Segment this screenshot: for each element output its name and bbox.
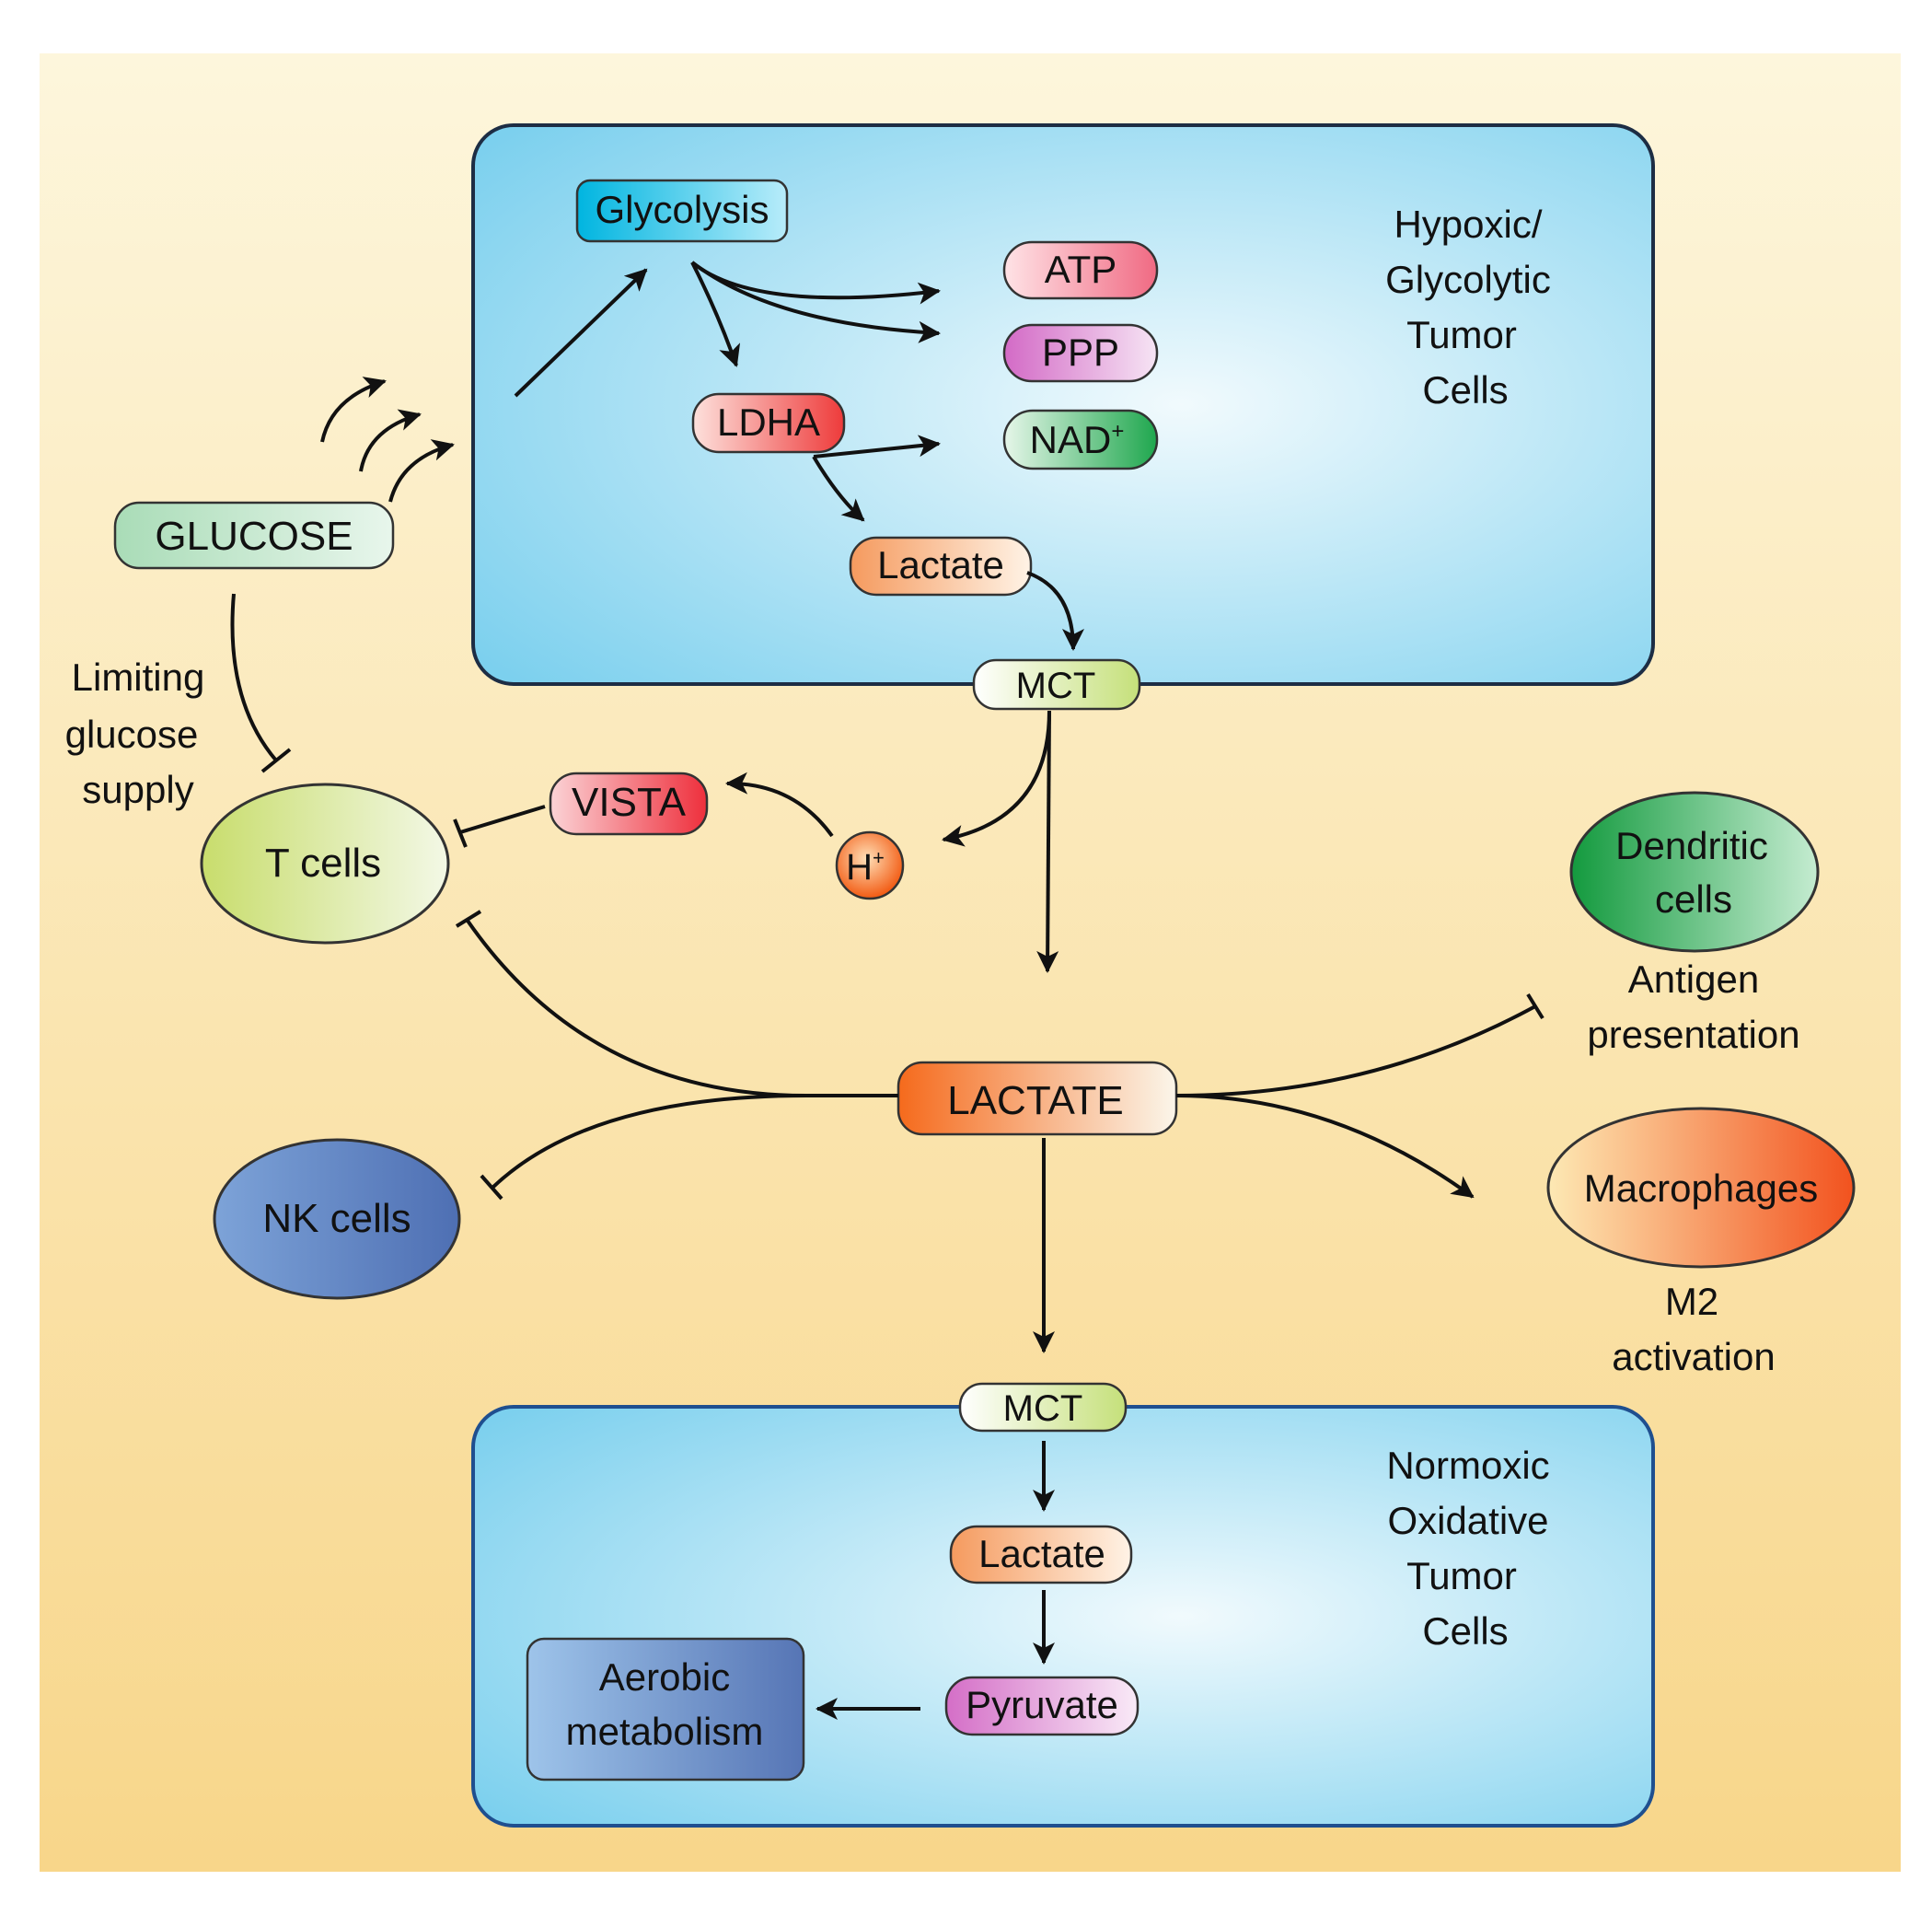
svg-text:Glycolysis: Glycolysis — [595, 188, 769, 231]
svg-text:PPP: PPP — [1042, 331, 1119, 374]
limiting-glucose-supply-label: Limiting glucose supply — [65, 656, 205, 811]
glucose-uptake-arrows — [320, 377, 455, 503]
dendritic-cells-node: Dendritic cells — [1569, 791, 1820, 953]
svg-text:metabolism: metabolism — [566, 1710, 764, 1753]
svg-text:LACTATE: LACTATE — [947, 1078, 1124, 1123]
svg-text:Normoxic: Normoxic — [1386, 1444, 1549, 1487]
svg-text:activation: activation — [1612, 1335, 1775, 1378]
svg-text:VISTA: VISTA — [572, 780, 687, 825]
svg-text:T cells: T cells — [265, 841, 381, 886]
mct-top-node: MCT — [972, 658, 1141, 711]
lactate-effects — [455, 910, 1544, 1353]
svg-text:cells: cells — [1655, 877, 1732, 921]
atp-node: ATP — [1002, 240, 1159, 300]
macrophages-node: Macrophages — [1546, 1107, 1856, 1269]
lactate-normoxic-node: Lactate — [949, 1525, 1133, 1584]
svg-text:Lactate: Lactate — [978, 1532, 1105, 1575]
nk-cells-node: NK cells — [213, 1138, 461, 1300]
svg-text:Oxidative: Oxidative — [1387, 1499, 1548, 1542]
svg-text:Hypoxic/: Hypoxic/ — [1394, 203, 1542, 246]
svg-text:glucose: glucose — [65, 713, 199, 756]
svg-text:Glycolytic: Glycolytic — [1385, 258, 1551, 301]
arrow-lactate-to-mct — [1026, 571, 1084, 651]
hypoxic-cell-title: Hypoxic/ Glycolytic Tumor Cells — [1385, 203, 1551, 412]
svg-text:NK cells: NK cells — [262, 1196, 411, 1241]
svg-text:Cells: Cells — [1422, 368, 1508, 412]
arrow-into-glycolysis — [514, 268, 648, 398]
vista-node: VISTA — [549, 772, 709, 836]
lactate-center-node: LACTATE — [897, 1061, 1178, 1136]
aerobic-metabolism-node: Aerobic metabolism — [526, 1637, 805, 1782]
svg-text:Tumor: Tumor — [1406, 313, 1517, 356]
svg-text:Antigen: Antigen — [1628, 958, 1759, 1001]
mct-bottom-node: MCT — [958, 1382, 1128, 1433]
svg-text:Aerobic: Aerobic — [599, 1655, 730, 1699]
lactate-inhibits-dendritic-cells — [1175, 1004, 1536, 1097]
glucose-node: GLUCOSE — [113, 501, 395, 570]
arrow-mct-to-lactate — [1036, 710, 1059, 973]
normoxic-cell-title: Normoxic Oxidative Tumor Cells — [1386, 1444, 1549, 1653]
mct-outflow-arrows — [725, 710, 1059, 973]
svg-text:LDHA: LDHA — [717, 400, 820, 444]
lactate-inhibits-nk-cells — [491, 1094, 898, 1190]
svg-text:MCT: MCT — [1003, 1388, 1083, 1429]
proton-node: H+ — [835, 830, 905, 900]
svg-text:M2: M2 — [1665, 1280, 1718, 1323]
arrow-proton-to-vista — [725, 772, 834, 838]
lactate-to-macrophages — [1175, 1094, 1475, 1199]
arrow-glycolysis-to-ppp — [690, 261, 941, 343]
hypoxic-arrows — [514, 261, 1084, 651]
normoxic-arrows — [816, 1441, 1055, 1720]
svg-text:Lactate: Lactate — [877, 543, 1004, 586]
ldha-node: LDHA — [691, 392, 846, 454]
nad-node: NAD+ — [1002, 409, 1159, 470]
svg-text:H+: H+ — [846, 846, 885, 888]
svg-text:Pyruvate: Pyruvate — [966, 1683, 1118, 1726]
t-cells-node: T cells — [200, 783, 450, 945]
arrow-ldha-to-lactate — [812, 455, 865, 522]
ppp-node: PPP — [1002, 323, 1159, 383]
svg-text:GLUCOSE: GLUCOSE — [155, 514, 353, 559]
svg-text:Dendritic: Dendritic — [1615, 824, 1768, 867]
lactate-hypoxic-node: Lactate — [849, 536, 1033, 597]
svg-text:presentation: presentation — [1587, 1013, 1799, 1056]
svg-text:Macrophages: Macrophages — [1584, 1166, 1818, 1210]
glucose-inhibits-tcells — [230, 593, 292, 773]
svg-text:NAD+: NAD+ — [1030, 418, 1125, 461]
arrow-ldha-to-nad — [813, 435, 941, 458]
svg-text:Cells: Cells — [1422, 1609, 1508, 1653]
pyruvate-node: Pyruvate — [944, 1676, 1140, 1736]
glycolysis-node: Glycolysis — [575, 179, 789, 243]
svg-text:ATP: ATP — [1045, 248, 1117, 291]
m2-activation-label: M2 activation — [1612, 1280, 1775, 1378]
svg-text:Tumor: Tumor — [1406, 1554, 1517, 1597]
svg-text:MCT: MCT — [1016, 666, 1096, 706]
svg-text:supply: supply — [82, 768, 193, 811]
antigen-presentation-label: Antigen presentation — [1587, 958, 1799, 1056]
vista-inhibits-tcells — [453, 805, 546, 848]
lactate-inhibits-tcells — [466, 919, 898, 1097]
arrow-glycolysis-to-ldha — [690, 261, 741, 367]
svg-text:Limiting: Limiting — [72, 656, 205, 699]
